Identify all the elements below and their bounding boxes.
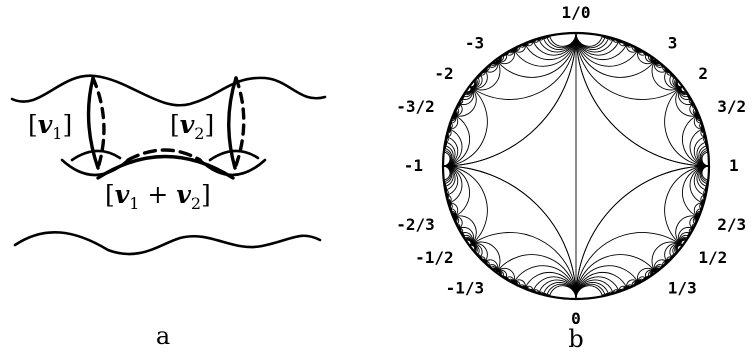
farey-geodesic bbox=[469, 32, 577, 100]
farey-geodesic bbox=[442, 165, 577, 300]
farey-geodesic bbox=[681, 165, 710, 218]
boundary-label: 2/3 bbox=[717, 215, 746, 234]
top-boundary-curve bbox=[10, 74, 327, 107]
boundary-label: -2 bbox=[434, 64, 453, 83]
boundary-label: -1 bbox=[404, 156, 423, 175]
farey-geodesic bbox=[453, 215, 477, 247]
farey-geodesic bbox=[664, 165, 710, 247]
label-sum-open: [ bbox=[105, 180, 115, 209]
boundary-label: -1/2 bbox=[415, 248, 454, 267]
caption-a: a bbox=[156, 322, 170, 350]
label-v2: [v2] bbox=[170, 110, 214, 143]
farey-geodesic bbox=[651, 59, 683, 91]
farey-geodesic bbox=[575, 232, 683, 300]
farey-tessellation bbox=[442, 32, 710, 300]
farey-geodesic bbox=[575, 32, 683, 100]
boundary-label: -1/3 bbox=[446, 278, 485, 297]
boundary-label: 0 bbox=[571, 309, 581, 328]
farey-geodesic bbox=[442, 114, 471, 167]
label-v2-var: v bbox=[180, 110, 195, 139]
boundary-label: 3/2 bbox=[717, 97, 746, 116]
label-v1-sub: 1 bbox=[52, 124, 62, 143]
farey-geodesic bbox=[469, 232, 577, 300]
farey-geodesic bbox=[664, 85, 710, 167]
boundary-label: -3/2 bbox=[396, 97, 435, 116]
left-handle-upper-arc bbox=[70, 149, 122, 162]
farey-geodesic bbox=[495, 32, 577, 78]
cycle-v1-solid bbox=[86, 76, 100, 170]
farey-geodesic bbox=[442, 165, 471, 218]
label-sum-plus: + bbox=[139, 180, 176, 209]
label-sum-sub1: 1 bbox=[129, 194, 139, 213]
boundary-label: 1/0 bbox=[562, 3, 591, 22]
farey-geodesic bbox=[469, 241, 501, 273]
label-v2-sub: 2 bbox=[194, 124, 204, 143]
label-sum-sub2: 2 bbox=[191, 194, 201, 213]
boundary-label: -2/3 bbox=[396, 215, 435, 234]
farey-geodesic bbox=[575, 254, 657, 300]
label-v2-open: [ bbox=[170, 110, 180, 139]
label-v2-close: ] bbox=[204, 110, 214, 139]
caption-b: b bbox=[568, 325, 583, 353]
farey-geodesic bbox=[675, 85, 699, 117]
label-v1: [v1] bbox=[28, 110, 72, 143]
boundary-label: 1/2 bbox=[698, 248, 727, 267]
farey-geodesic bbox=[495, 254, 577, 300]
label-sum: [v1 + v2] bbox=[105, 180, 211, 213]
farey-geodesic bbox=[469, 59, 501, 91]
boundary-label: 1 bbox=[729, 156, 739, 175]
disk-boundary bbox=[441, 31, 711, 301]
farey-geodesic bbox=[575, 165, 710, 300]
farey-geodesic bbox=[442, 32, 577, 167]
farey-geodesic bbox=[453, 85, 477, 117]
farey-geodesic bbox=[549, 32, 577, 47]
cycle-v2-dashed bbox=[233, 76, 246, 170]
cycle-v1-dashed bbox=[91, 76, 106, 170]
label-sum-close: ] bbox=[201, 180, 211, 209]
boundary-label: 3 bbox=[668, 34, 678, 53]
cycle-sum-dashed bbox=[126, 148, 202, 162]
farey-geodesic bbox=[549, 285, 577, 300]
bottom-boundary-curve bbox=[13, 230, 322, 256]
farey-geodesic bbox=[681, 114, 710, 167]
farey-geodesic bbox=[575, 32, 657, 78]
farey-geodesic bbox=[675, 215, 699, 247]
panel-a bbox=[10, 74, 327, 256]
cycle-v2-solid bbox=[227, 76, 238, 170]
boundary-label: 1/3 bbox=[668, 278, 697, 297]
label-sum-var1: v bbox=[115, 180, 130, 209]
farey-geodesic bbox=[575, 32, 710, 167]
farey-geodesic bbox=[575, 285, 603, 300]
farey-geodesic bbox=[575, 32, 603, 47]
label-v1-var: v bbox=[38, 110, 53, 139]
boundary-label: -3 bbox=[465, 34, 484, 53]
farey-geodesic bbox=[442, 85, 488, 167]
boundary-labels: 1/0 3 2 3/2 1 2/3 1/21/3 0 -1/3 -1/2 -2/3 -1 -3/2 -2-… bbox=[396, 3, 746, 328]
farey-geodesic bbox=[651, 241, 683, 273]
cycle-sum-solid bbox=[96, 154, 235, 180]
boundary-label: 2 bbox=[698, 64, 708, 83]
right-handle-upper-arc bbox=[208, 149, 260, 162]
label-sum-var2: v bbox=[176, 180, 191, 209]
label-v1-open: [ bbox=[28, 110, 38, 139]
farey-geodesic bbox=[442, 165, 488, 247]
label-v1-close: ] bbox=[62, 110, 72, 139]
